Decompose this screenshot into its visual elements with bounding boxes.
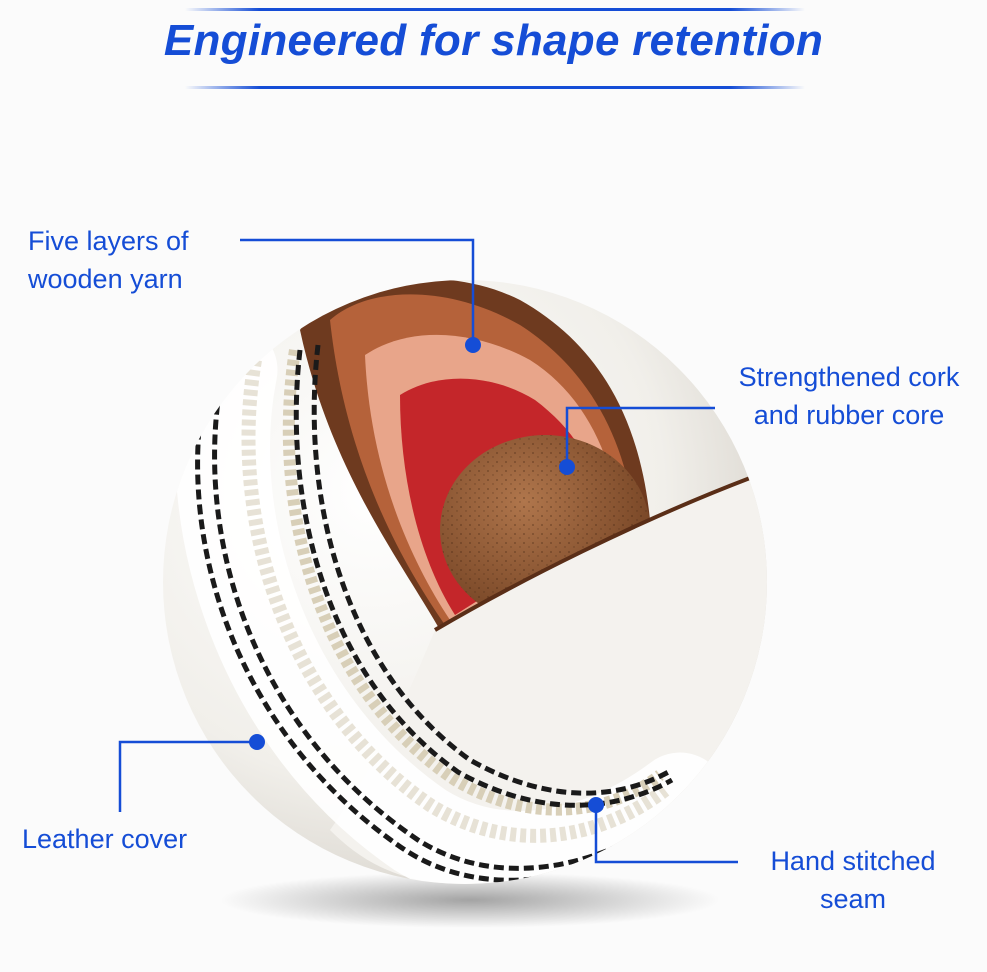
callout-seam-line-2: seam bbox=[748, 880, 958, 918]
callout-core-line-2: and rubber core bbox=[718, 396, 980, 434]
dot-leather bbox=[249, 734, 265, 750]
dot-seam bbox=[588, 797, 604, 813]
dot-yarn bbox=[465, 337, 481, 353]
callout-yarn: Five layers of wooden yarn bbox=[28, 222, 189, 298]
callout-yarn-line-1: Five layers of bbox=[28, 222, 189, 260]
callout-yarn-line-2: wooden yarn bbox=[28, 260, 189, 298]
callout-core: Strengthened cork and rubber core bbox=[718, 358, 980, 434]
callout-core-line-1: Strengthened cork bbox=[718, 358, 980, 396]
callout-seam-line-1: Hand stitched bbox=[748, 842, 958, 880]
dot-core bbox=[559, 459, 575, 475]
callout-seam: Hand stitched seam bbox=[748, 842, 958, 918]
callout-leather: Leather cover bbox=[22, 820, 187, 858]
callout-leather-line-1: Leather cover bbox=[22, 820, 187, 858]
